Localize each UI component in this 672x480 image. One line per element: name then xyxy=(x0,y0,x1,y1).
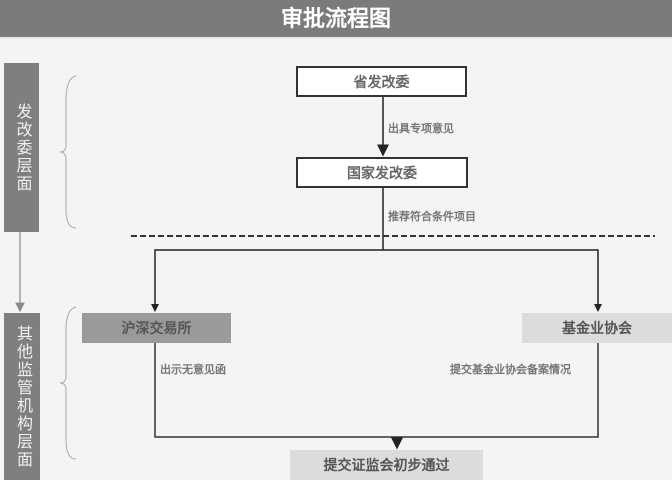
node-national-ndrc: 国家发改委 xyxy=(296,157,468,188)
brace-bottom xyxy=(59,306,77,460)
page-title: 审批流程图 xyxy=(0,0,672,39)
brace-top xyxy=(59,75,77,229)
layer-ndrc: 发改委层面 xyxy=(4,63,39,232)
node-fund-association: 基金业协会 xyxy=(522,313,672,343)
node-provincial-ndrc: 省发改委 xyxy=(296,66,467,97)
layer-other-regulators: 其他监管机构层面 xyxy=(4,313,40,480)
node-exchange: 沪深交易所 xyxy=(82,313,231,343)
node-csrc: 提交证监会初步通过 xyxy=(290,450,483,480)
edge-label-recommend: 推荐符合条件项目 xyxy=(388,211,476,223)
edge-label-opinion: 出具专项意见 xyxy=(388,123,454,135)
edge-label-filing: 提交基金业协会备案情况 xyxy=(450,364,571,376)
edge-label-no-objection: 出示无意见函 xyxy=(160,364,226,376)
